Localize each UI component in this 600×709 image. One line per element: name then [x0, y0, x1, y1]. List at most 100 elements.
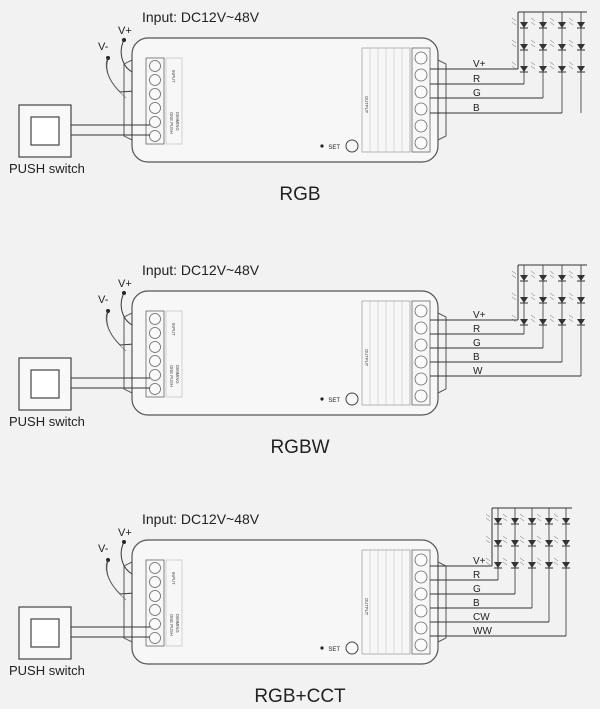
input-label-strip — [165, 310, 183, 398]
output-text: OUTPUT — [364, 598, 369, 616]
dimming-text: DIMMING — [175, 112, 180, 131]
controller-right-tab — [437, 312, 447, 394]
input-screw — [149, 116, 161, 128]
led-diode — [494, 540, 502, 546]
v-minus-label: V- — [98, 294, 109, 306]
dimming-text: DIMMING — [175, 365, 180, 384]
led-emission — [549, 314, 555, 323]
led-diode — [545, 518, 553, 524]
set-label: SET — [328, 647, 340, 653]
v-minus-label: V- — [98, 41, 109, 53]
led-emission — [530, 39, 536, 48]
input-screw — [149, 313, 161, 325]
led-diode — [520, 66, 528, 72]
controller-left-tab — [123, 561, 133, 643]
led-emission — [549, 17, 555, 26]
output-screw — [414, 119, 428, 133]
output-screw — [414, 102, 428, 116]
output-label-vplus: V+ — [473, 59, 486, 70]
output-screw — [414, 338, 428, 352]
set-label: SET — [328, 398, 340, 404]
led-diode — [558, 66, 566, 72]
input-terminal-block — [145, 559, 165, 647]
input-label-strip — [165, 559, 183, 647]
led-diode — [539, 66, 547, 72]
output-screw — [414, 321, 428, 335]
led-diode — [577, 319, 585, 325]
led-emission — [553, 557, 559, 566]
output-screw — [414, 51, 428, 65]
led-emission — [530, 17, 536, 26]
push-text: ONE PUSH — [169, 112, 174, 134]
led-emission — [568, 61, 574, 70]
input-label: Input: DC12V~48V — [142, 511, 260, 527]
led-diode — [577, 275, 585, 281]
input-screw — [149, 341, 161, 353]
led-diode — [528, 562, 536, 568]
led-diode — [562, 540, 570, 546]
output-screw — [414, 621, 428, 635]
input-label: Input: DC12V~48V — [142, 9, 260, 25]
led-diode — [528, 518, 536, 524]
set-label: SET — [328, 145, 340, 151]
led-diode — [511, 562, 519, 568]
input-screw — [149, 102, 161, 114]
led-emission — [502, 513, 508, 522]
led-emission — [553, 513, 559, 522]
set-button — [345, 139, 359, 153]
input-screw — [149, 355, 161, 367]
led-diode — [577, 22, 585, 28]
set-button — [345, 641, 359, 655]
led-diode — [577, 297, 585, 303]
led-emission — [553, 535, 559, 544]
output-terminal-block — [411, 549, 431, 655]
output-label-b: B — [473, 598, 480, 609]
led-diode — [558, 44, 566, 50]
indicator-dot — [320, 397, 324, 401]
controller-right-tab — [437, 59, 447, 141]
input-screw — [149, 576, 161, 588]
v-plus-label: V+ — [118, 25, 132, 37]
output-text: OUTPUT — [364, 349, 369, 367]
led-emission — [511, 270, 517, 279]
led-emission — [568, 17, 574, 26]
led-diode — [539, 275, 547, 281]
led-emission — [568, 270, 574, 279]
input-text: INPUT — [171, 70, 176, 83]
v-minus-wire-shadow — [105, 559, 127, 601]
led-emission — [530, 292, 536, 301]
led-diode — [539, 22, 547, 28]
led-emission — [536, 535, 542, 544]
input-label: Input: DC12V~48V — [142, 262, 260, 278]
led-diode — [558, 297, 566, 303]
v-minus-wire-shadow — [105, 57, 127, 99]
output-screw — [414, 304, 428, 318]
output-label-g: G — [473, 88, 481, 99]
led-emission — [519, 557, 525, 566]
controller-right-tab — [437, 561, 447, 643]
led-emission — [502, 535, 508, 544]
input-screw — [149, 369, 161, 381]
output-label-r: R — [473, 74, 480, 85]
output-screw — [414, 85, 428, 99]
led-diode — [520, 275, 528, 281]
input-screw — [149, 130, 161, 142]
led-emission — [568, 292, 574, 301]
push-switch-button — [30, 618, 60, 648]
output-label-r: R — [473, 570, 480, 581]
indicator-dot — [320, 646, 324, 650]
input-screw — [149, 74, 161, 86]
output-screw — [414, 389, 428, 403]
led-emission — [530, 61, 536, 70]
led-emission — [485, 513, 491, 522]
controller-body — [131, 539, 439, 665]
led-diode — [539, 297, 547, 303]
led-emission — [530, 314, 536, 323]
output-screw — [414, 372, 428, 386]
led-emission — [530, 270, 536, 279]
led-diode — [539, 44, 547, 50]
led-diode — [558, 22, 566, 28]
led-emission — [485, 557, 491, 566]
led-emission — [511, 39, 517, 48]
push-switch-button — [30, 116, 60, 146]
